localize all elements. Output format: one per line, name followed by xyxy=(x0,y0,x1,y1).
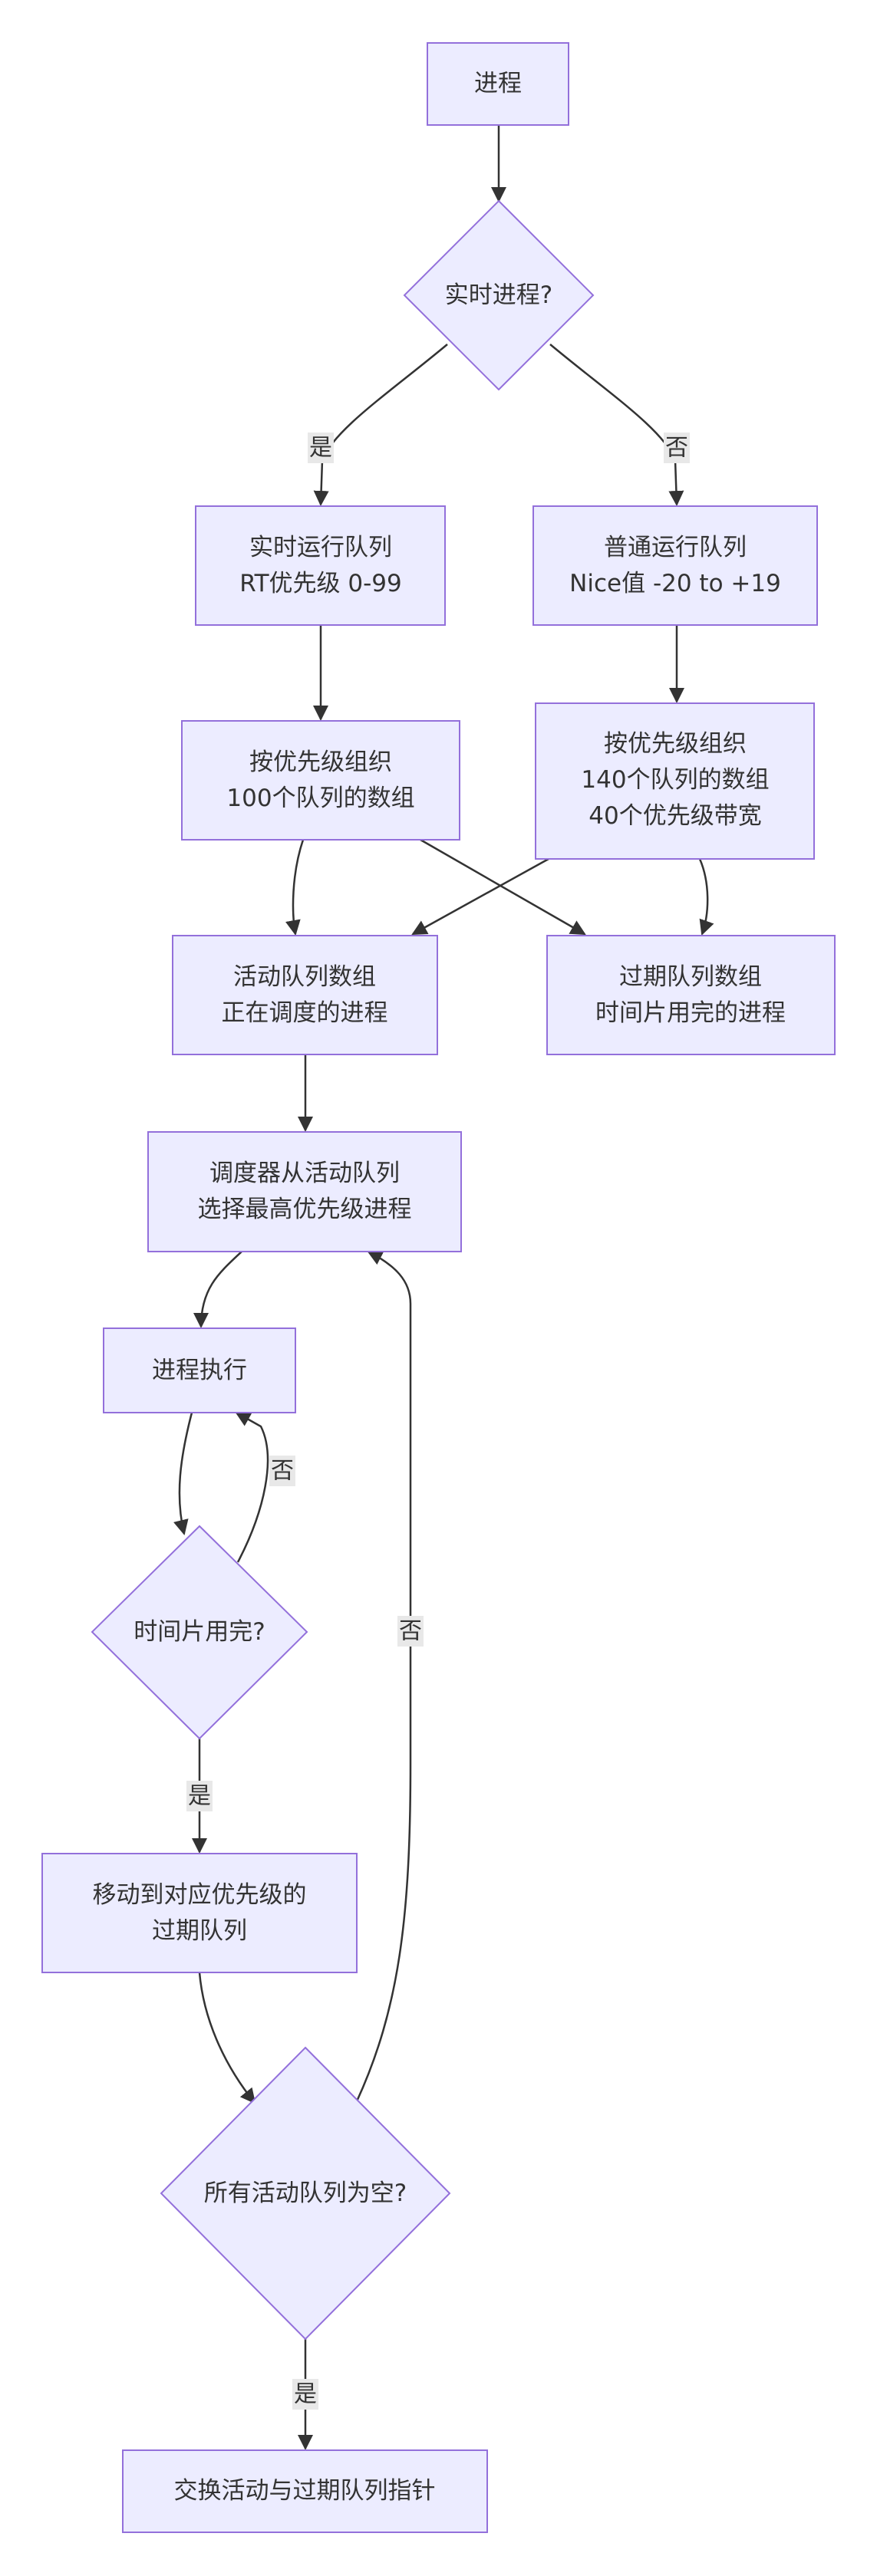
node-expired-array: 过期队列数组 时间片用完的进程 xyxy=(546,935,836,1055)
node-scheduler-select-line-1: 调度器从活动队列 xyxy=(209,1160,400,1187)
node-timeslice-done: 时间片用完? xyxy=(91,1525,308,1740)
edge-label-yes-timeslice: 是 xyxy=(188,1783,211,1810)
node-normal-organize-line-1: 按优先级组织 xyxy=(604,730,747,758)
node-all-active-empty-line-1: 所有活动队列为空? xyxy=(204,2180,407,2207)
edge-realtime-yes xyxy=(313,344,448,506)
node-rt-queue-line-2: RT优先级 0-99 xyxy=(239,570,401,597)
node-is-realtime-line-1: 实时进程? xyxy=(445,281,552,309)
node-process-exec: 进程执行 xyxy=(103,1327,296,1413)
node-process: 进程 xyxy=(427,42,569,126)
node-rt-queue: 实时运行队列 RT优先级 0-99 xyxy=(195,505,446,626)
node-scheduler-select-line-2: 选择最高优先级进程 xyxy=(198,1196,412,1223)
node-normal-organize: 按优先级组织 140个队列的数组 40个优先级带宽 xyxy=(535,702,815,860)
node-process-exec-line-1: 进程执行 xyxy=(152,1357,247,1384)
node-swap-pointers-line-1: 交换活动与过期队列指针 xyxy=(174,2477,436,2505)
edge-label-no-empty: 否 xyxy=(399,1618,422,1645)
edge-label-no-realtime: 否 xyxy=(665,435,688,462)
node-move-expired-line-2: 过期队列 xyxy=(152,1917,247,1945)
node-rt-organize-line-2: 100个队列的数组 xyxy=(226,785,414,812)
node-rt-queue-line-1: 实时运行队列 xyxy=(249,534,392,561)
edge-label-yes-realtime: 是 xyxy=(309,435,332,462)
node-expired-array-line-2: 时间片用完的进程 xyxy=(595,999,786,1027)
node-active-array-line-2: 正在调度的进程 xyxy=(222,999,388,1027)
node-all-active-empty: 所有活动队列为空? xyxy=(160,2046,451,2341)
edge-scheduler-to-exec xyxy=(193,1251,242,1328)
node-move-expired: 移动到对应优先级的 过期队列 xyxy=(41,1853,358,1973)
node-rt-organize: 按优先级组织 100个队列的数组 xyxy=(181,720,460,841)
edge-exec-to-timeslice xyxy=(173,1412,193,1535)
node-rt-organize-line-1: 按优先级组织 xyxy=(249,748,392,776)
node-normal-organize-line-3: 40个优先级带宽 xyxy=(589,802,761,830)
edge-rtorg-to-expired xyxy=(420,838,586,936)
node-normal-organize-line-2: 140个队列的数组 xyxy=(581,766,769,794)
node-move-expired-line-1: 移动到对应优先级的 xyxy=(93,1881,307,1909)
node-normal-queue-line-2: Nice值 -20 to +19 xyxy=(569,570,781,597)
node-swap-pointers: 交换活动与过期队列指针 xyxy=(122,2449,488,2533)
edge-rtorg-to-active xyxy=(285,839,305,936)
node-expired-array-line-1: 过期队列数组 xyxy=(619,963,762,991)
edge-timeslice-no-to-exec xyxy=(235,1411,269,1563)
edge-normalorg-to-expired xyxy=(698,858,714,936)
node-active-array: 活动队列数组 正在调度的进程 xyxy=(172,935,438,1055)
node-is-realtime: 实时进程? xyxy=(403,199,595,391)
edge-move-to-empty xyxy=(198,1972,256,2104)
edge-empty-no-to-scheduler xyxy=(355,1250,412,2102)
node-timeslice-done-line-1: 时间片用完? xyxy=(134,1618,265,1646)
edge-label-yes-empty: 是 xyxy=(294,2381,317,2408)
node-active-array-line-1: 活动队列数组 xyxy=(233,963,376,991)
node-process-line-1: 进程 xyxy=(474,70,522,97)
edge-label-no-timeslice: 否 xyxy=(271,1458,294,1485)
edge-labels: 是 否 否 是 否 是 xyxy=(186,433,690,2410)
edge-realtime-no xyxy=(549,344,684,506)
node-normal-queue-line-1: 普通运行队列 xyxy=(604,534,747,561)
node-normal-queue: 普通运行队列 Nice值 -20 to +19 xyxy=(532,505,818,626)
node-scheduler-select: 调度器从活动队列 选择最高优先级进程 xyxy=(147,1131,462,1252)
edge-normalorg-to-active xyxy=(411,857,549,936)
